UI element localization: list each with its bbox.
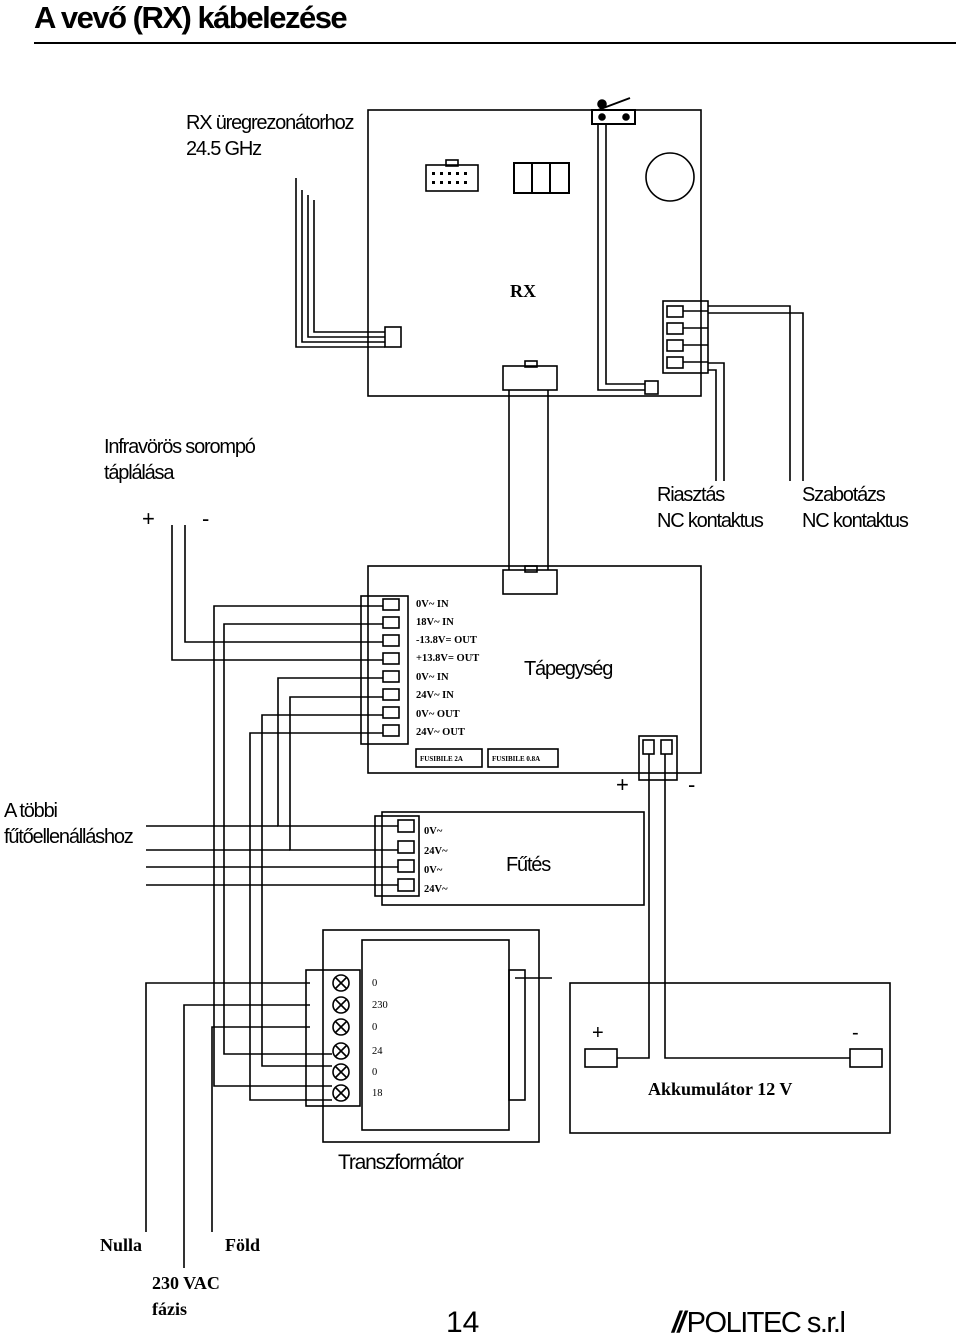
battery-plus-sign: +	[592, 1022, 604, 1044]
psu-battery-connector	[638, 735, 678, 781]
transformer-terminal-label: 0	[372, 978, 378, 989]
psu-terminal-block	[360, 595, 409, 745]
battery	[569, 982, 891, 1134]
psu-terminal-label: 18V~ IN	[416, 617, 454, 628]
battery-plus-terminal	[584, 1048, 618, 1068]
fuse-08a	[487, 748, 559, 768]
phase-label: 230 VAC fázis	[152, 1273, 220, 1319]
psu-terminal-label: 0V~ IN	[416, 599, 449, 610]
heater-terminal-label: 0V~	[424, 826, 443, 837]
psu-terminal-screws	[382, 598, 400, 737]
transformer-terminal-block	[305, 969, 361, 1107]
ground-label: Föld	[225, 1235, 261, 1255]
heater-board	[381, 811, 645, 906]
fuse-08a-label: FUSIBILE 0.8A	[492, 755, 541, 763]
title-underline	[34, 42, 956, 44]
page-title: A vevő (RX) kábelezése	[34, 0, 348, 35]
battery-label: Akkumulátor 12 V	[648, 1079, 793, 1099]
brand-mark-icon: //	[672, 1306, 686, 1339]
fuse-2a-label: FUSIBILE 2A	[420, 755, 463, 763]
psu-minus-sign: -	[688, 772, 695, 797]
alarm-nc-label: Riasztás NC kontaktus	[657, 484, 764, 532]
ir-minus-sign: -	[202, 506, 209, 531]
rx-cavity-label: RX üregrezonátorhoz 24.5 GHz	[186, 112, 355, 160]
rx-dip-switch	[513, 162, 570, 194]
battery-minus-terminal	[849, 1048, 883, 1068]
psu-plus-sign: +	[616, 772, 629, 797]
ir-plus-sign: +	[142, 506, 155, 531]
transformer-terminal-label: 230	[372, 1000, 388, 1011]
rx-header-pins	[432, 172, 467, 184]
rx-header-connector	[425, 164, 479, 192]
transformer-terminal-label: 18	[372, 1088, 383, 1099]
rx-bottom-connector	[502, 365, 558, 391]
fuse-2a	[415, 748, 483, 768]
psu-terminal-label: 24V~ IN	[416, 690, 454, 701]
rx-buzzer	[645, 152, 695, 202]
tamper-nc-label: Szabotázs NC kontaktus	[802, 484, 909, 532]
psu-terminal-label: 24V~ OUT	[416, 727, 465, 738]
rx-right-terminal-block	[662, 300, 709, 374]
psu-terminal-label: +13.8V= OUT	[416, 653, 480, 664]
heating-label: Fűtés	[506, 854, 551, 876]
other-heaters-label: A többi fűtőellenálláshoz	[4, 800, 134, 848]
psu-terminal-label: 0V~ OUT	[416, 709, 460, 720]
psu-top-connector	[502, 569, 558, 595]
transformer-board	[322, 929, 540, 1143]
ir-supply-label: Infravörös sorompó táplálása	[104, 436, 256, 484]
heater-terminal-label: 24V~	[424, 884, 448, 895]
heater-terminal-block	[374, 815, 420, 897]
tamper-microswitch	[591, 97, 636, 125]
brand-name: POLITEC s.r.l	[686, 1307, 846, 1339]
rx-tamper-connector	[644, 380, 659, 395]
transformer-core	[361, 939, 510, 1131]
heater-terminal-label: 24V~	[424, 846, 448, 857]
brand-logo: //POLITEC s.r.l	[672, 1306, 846, 1340]
power-supply-label: Tápegység	[524, 658, 613, 680]
transformer-terminal-screws	[332, 974, 350, 1102]
heater-terminal-label: 0V~	[424, 865, 443, 876]
rx-board	[367, 109, 702, 397]
rx-board-label: RX	[510, 281, 536, 301]
transformer-label: Transzformátor	[338, 1151, 464, 1174]
rx-left-connector	[384, 326, 402, 348]
psu-terminal-label: -13.8V= OUT	[416, 635, 477, 646]
psu-terminal-label: 0V~ IN	[416, 672, 449, 683]
transformer-terminal-label: 0	[372, 1067, 378, 1078]
neutral-label: Nulla	[100, 1235, 143, 1255]
battery-minus-sign: -	[852, 1022, 859, 1044]
transformer-terminal-label: 0	[372, 1022, 378, 1033]
page-number: 14	[446, 1306, 480, 1339]
transformer-terminal-label: 24	[372, 1046, 383, 1057]
